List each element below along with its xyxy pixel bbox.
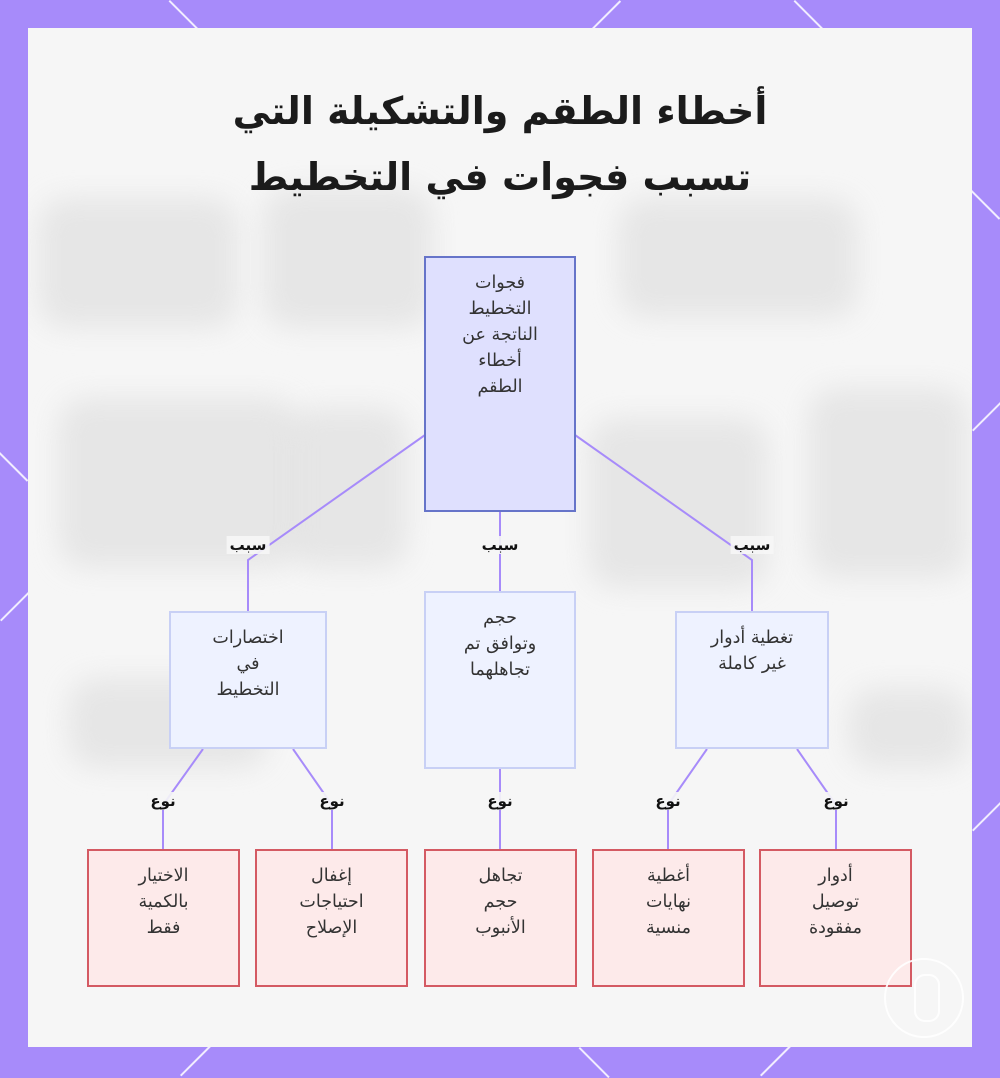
cause-node-size-compatibility: حجم وتوافق تم تجاهلهما [424, 591, 576, 769]
root-node: فجوات التخطيط الناتجة عن أخطاء الطقم [424, 256, 576, 512]
type-node-quantity-only: الاختيار بالكمية فقط [87, 849, 240, 987]
title-line-1: أخطاء الطقم والتشكيلة التي [232, 89, 768, 133]
edge-root-cause-3 [574, 434, 753, 611]
cause-node-role-coverage: تغطية أدوار غير كاملة [675, 611, 829, 749]
cause-node-planning-shortcuts: اختصارات في التخطيط [169, 611, 327, 749]
edge-label-type-3: نوع [484, 792, 516, 810]
type-node-label: أغطية نهايات منسية [646, 866, 691, 938]
type-node-label: أدوار توصيل مفقودة [808, 866, 863, 938]
edge-label-type-4: نوع [652, 792, 684, 810]
watermark-logo-icon [884, 958, 964, 1038]
cause-node-label: تغطية أدوار غير كاملة [710, 628, 794, 674]
edge-label-cause-2: سبب [478, 536, 522, 554]
edge-label-type-1: نوع [147, 792, 179, 810]
edge-label-type-5: نوع [820, 792, 852, 810]
type-node-label: إغفال احتياجات الإصلاح [299, 866, 364, 938]
type-node-pipe-size: تجاهل حجم الأنبوب [424, 849, 577, 987]
root-node-label: فجوات التخطيط الناتجة عن أخطاء الطقم [462, 273, 538, 397]
type-node-end-caps: أغطية نهايات منسية [592, 849, 745, 987]
type-node-label: الاختيار بالكمية فقط [138, 866, 189, 938]
type-node-connection-roles: أدوار توصيل مفقودة [759, 849, 912, 987]
type-node-label: تجاهل حجم الأنبوب [475, 866, 526, 938]
edge-root-cause-1 [247, 434, 426, 611]
type-node-repair-needs: إغفال احتياجات الإصلاح [255, 849, 408, 987]
edge-label-cause-3: سبب [730, 536, 774, 554]
cause-node-label: اختصارات في التخطيط [212, 628, 284, 700]
title-line-2: تسبب فجوات في التخطيط [248, 155, 752, 199]
edge-label-cause-1: سبب [226, 536, 270, 554]
cause-node-label: حجم وتوافق تم تجاهلهما [463, 608, 537, 680]
edge-label-type-2: نوع [316, 792, 348, 810]
diagram-title: أخطاء الطقم والتشكيلة التي تسبب فجوات في… [100, 78, 900, 210]
